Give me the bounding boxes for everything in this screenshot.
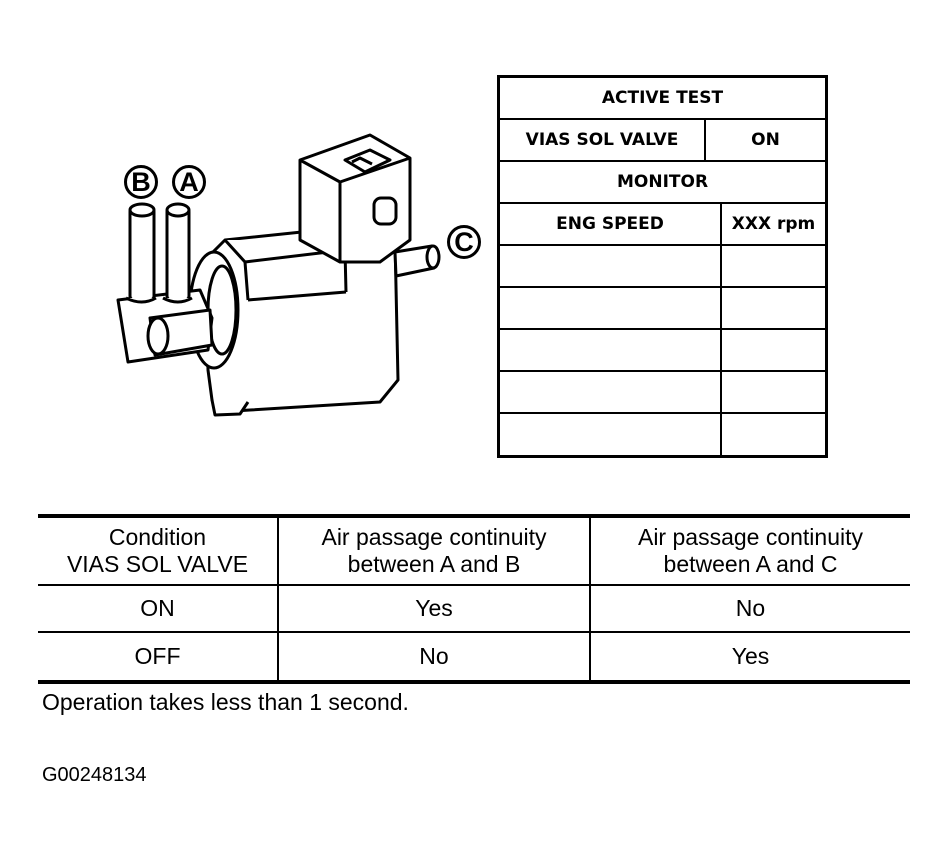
header-condition: Condition VIAS SOL VALVE [38,518,279,584]
monitor-empty-cell [722,288,825,328]
header-a-b-line1: Air passage continuity [321,524,547,550]
table-row: OFF No Yes [38,633,910,680]
table-row: ON Yes No [38,586,910,633]
test-item-row: VIAS SOL VALVE ON [500,120,825,162]
monitor-empty-row [500,414,825,456]
port-c-label: C [447,225,481,259]
monitor-empty-cell [722,330,825,370]
figure-id: G00248134 [42,764,147,786]
header-a-c-line1: Air passage continuity [637,524,863,550]
cell-a-b: No [279,633,591,680]
active-test-panel: ACTIVE TEST VIAS SOL VALVE ON MONITOR EN… [497,75,828,458]
monitor-empty-cell [500,330,722,370]
header-condition-line1: Condition [108,524,207,550]
monitor-item-label: ENG SPEED [500,204,722,244]
monitor-empty-cell [500,372,722,412]
monitor-empty-cell [722,246,825,286]
cell-a-b: Yes [279,586,591,631]
monitor-empty-row [500,288,825,330]
monitor-empty-rows [500,246,825,456]
cell-condition: OFF [38,633,279,680]
active-test-title-row: ACTIVE TEST [500,78,825,120]
monitor-empty-cell [500,414,722,456]
header-condition-line2: VIAS SOL VALVE [66,551,249,577]
header-a-c: Air passage continuity between A and C [591,518,910,584]
monitor-item-value: XXX rpm [731,214,816,234]
active-test-title: ACTIVE TEST [601,88,724,108]
monitor-title: MONITOR [616,172,709,192]
monitor-item-row: ENG SPEED XXX rpm [500,204,825,246]
header-a-b-line2: between A and B [347,551,521,577]
monitor-empty-cell [722,372,825,412]
vias-solenoid-valve-drawing [116,133,441,417]
port-b-label: B [124,165,158,199]
test-item-value: ON [751,130,780,150]
cell-a-c: No [735,595,766,621]
monitor-title-row: MONITOR [500,162,825,204]
monitor-empty-row [500,246,825,288]
cell-a-c: Yes [731,643,770,669]
table-header-row: Condition VIAS SOL VALVE Air passage con… [38,518,910,586]
condition-table: Condition VIAS SOL VALVE Air passage con… [38,514,910,684]
monitor-empty-row [500,330,825,372]
header-a-b: Air passage continuity between A and B [279,518,591,584]
monitor-empty-row [500,372,825,414]
operation-note: Operation takes less than 1 second. [42,689,409,715]
monitor-empty-cell [722,414,825,456]
port-a-label: A [172,165,206,199]
monitor-empty-cell [500,288,722,328]
cell-condition: ON [38,586,279,631]
test-item-label: VIAS SOL VALVE [500,120,706,160]
monitor-empty-cell [500,246,722,286]
header-a-c-line2: between A and C [663,551,838,577]
